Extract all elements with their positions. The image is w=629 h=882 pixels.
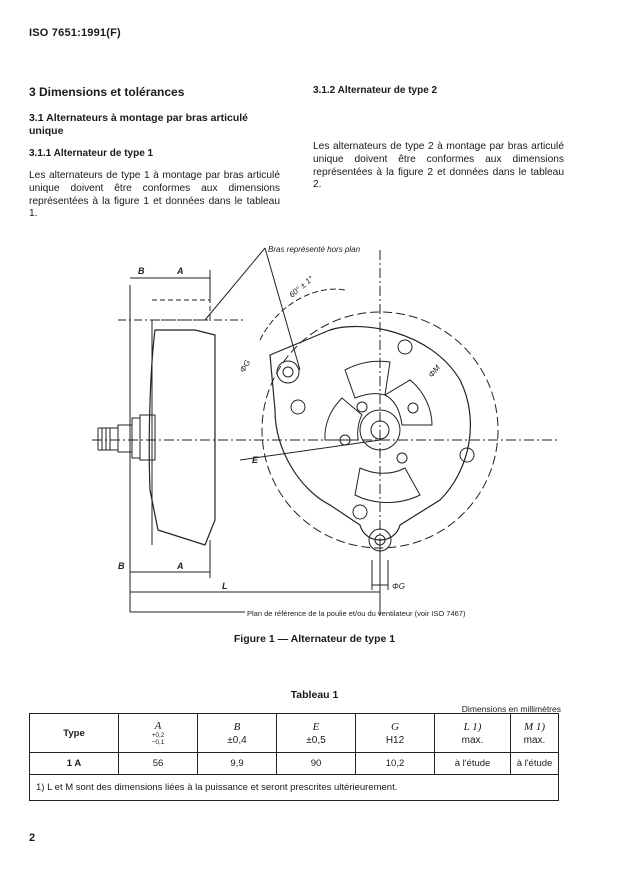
alternator-drawing: Bras représenté hors plan 60° ± 1° B A B… [92,245,560,618]
dim-phi-g-lug: ΦG [392,582,405,591]
cell-a: 56 [118,752,198,775]
dim-b-bottom: B [118,561,125,571]
reference-plane-note: Plan de référence de la poulie et/ou du … [247,609,466,618]
dim-phi-g-arm: ΦG [238,358,252,374]
dim-e: E [252,455,259,465]
clause-3-1-1-title: 3.1.1 Alternateur de type 1 [29,148,154,159]
header-a: A +0,2 −0,1 [118,713,198,753]
table-title: Tableau 1 [290,689,339,701]
clause-3-1-2-text: Les alternateurs de type 2 à montage par… [313,141,564,191]
page-number: 2 [29,832,36,844]
table-units: Dimensions en millimètres [461,704,561,714]
cell-g: 10,2 [355,752,435,775]
standard-reference: ISO 7651:1991(F) [29,27,121,39]
header-b: B ±0,4 [197,713,277,753]
header-l: L 1) max. [434,713,511,753]
arm-note-label: Bras représenté hors plan [268,245,361,254]
angle-label: 60° ± 1° [288,274,316,300]
table-footnote-row: 1) L et M sont des dimensions liées à la… [29,774,559,801]
table-footnote: 1) L et M sont des dimensions liées à la… [29,774,559,801]
dim-a-top: A [176,266,184,276]
cell-e: 90 [276,752,356,775]
cell-b: 9,9 [197,752,277,775]
header-e: E ±0,5 [276,713,356,753]
cell-l: à l'étude [434,752,511,775]
clause-3-1-2-title: 3.1.2 Alternateur de type 2 [313,85,438,96]
subsection-title: 3.1 Alternateurs à montage par bras arti… [29,112,249,137]
table-row: 1 A 56 9,9 90 10,2 à l'étude à l'étude [29,752,559,775]
dimensions-table: Type A +0,2 −0,1 B ±0,4 E ±0,5 G H12 L 1… [29,713,559,801]
header-m: M 1) max. [510,713,559,753]
header-g: G H12 [355,713,435,753]
table-header-row: Type A +0,2 −0,1 B ±0,4 E ±0,5 G H12 L 1… [29,713,559,753]
cell-m: à l'étude [510,752,559,775]
cell-type: 1 A [29,752,119,775]
dim-phi-m: ΦM [427,363,443,379]
dim-a-bottom: A [176,561,184,571]
figure-caption: Figure 1 — Alternateur de type 1 [233,633,396,645]
dim-b-top: B [138,266,145,276]
header-type: Type [29,713,119,753]
section-title: 3 Dimensions et tolérances [29,85,185,99]
dim-l: L [222,581,228,591]
clause-3-1-1-text: Les alternateurs de type 1 à montage par… [29,170,280,220]
